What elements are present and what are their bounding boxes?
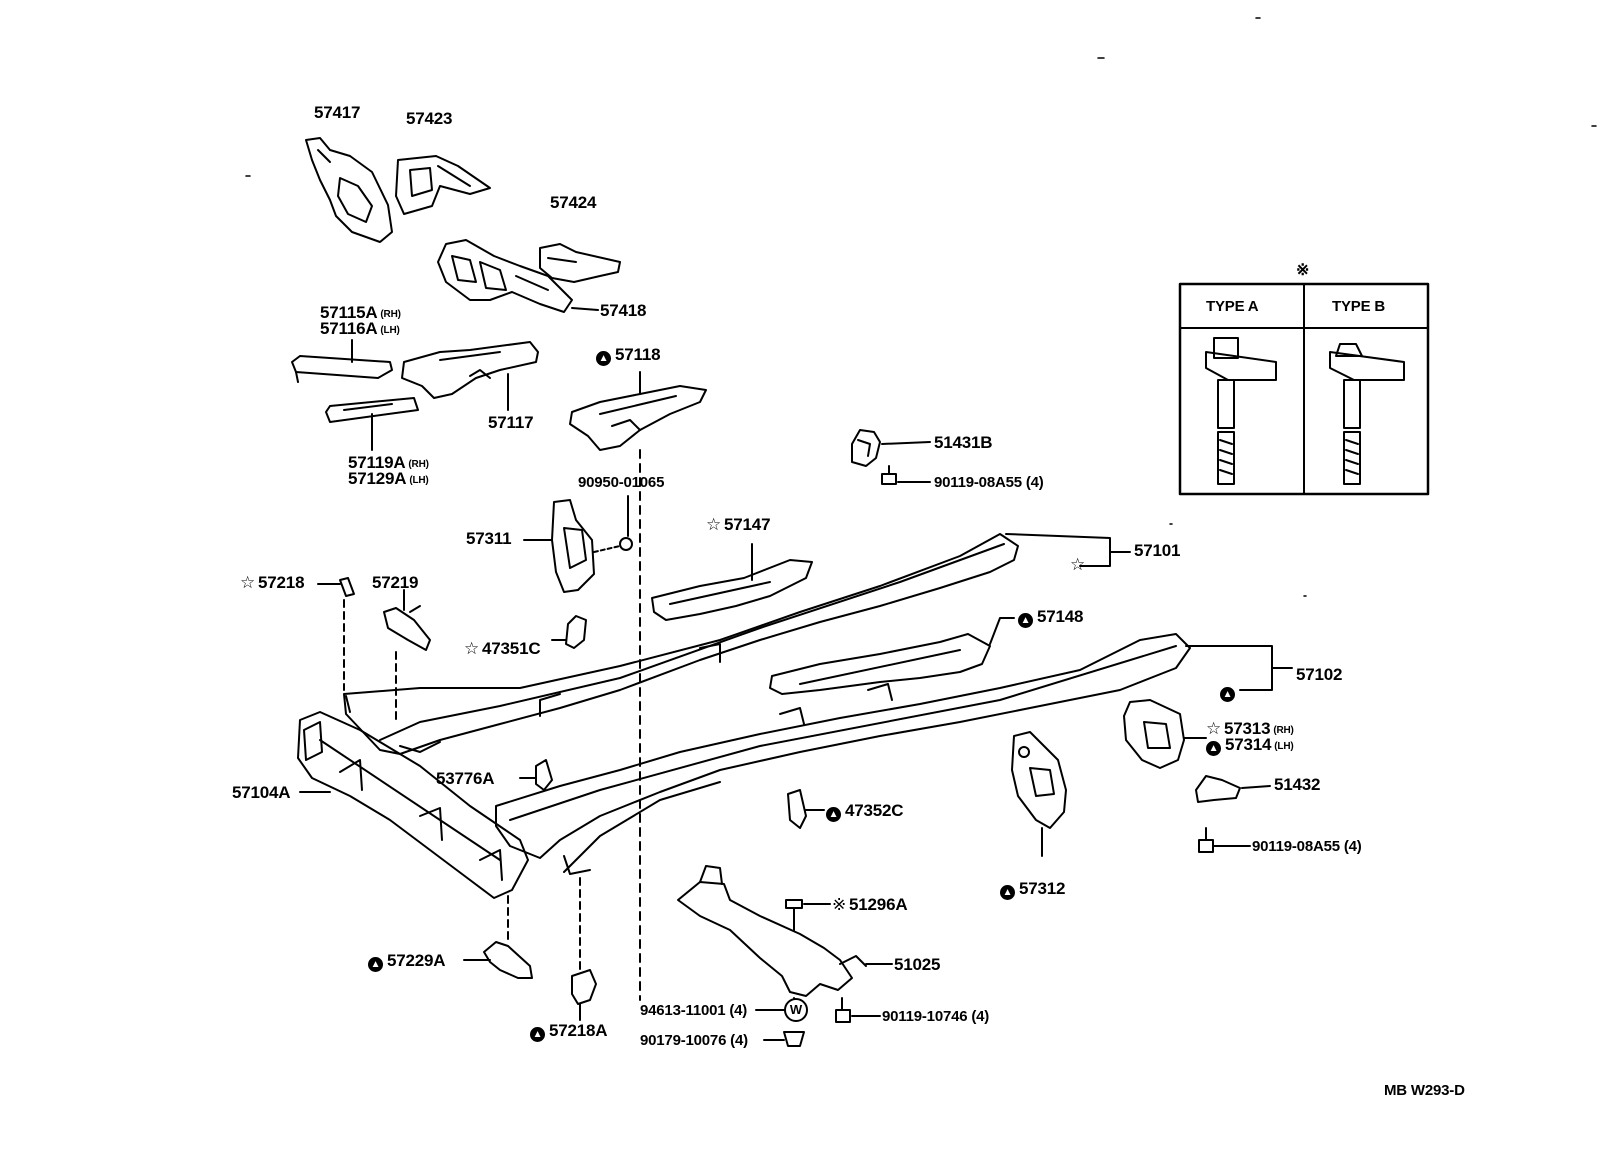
- label-57117: 57117: [488, 413, 534, 432]
- label-57219: 57219: [372, 573, 419, 592]
- label-57311: 57311: [466, 529, 512, 548]
- part-57104a: [297, 711, 529, 899]
- label-51432: 51432: [1274, 775, 1321, 794]
- part-57313: [1123, 699, 1185, 769]
- star-57101: ☆: [1070, 555, 1086, 574]
- plug-90950: [619, 537, 633, 551]
- part-57424: [539, 243, 621, 283]
- label-47351c: ☆47351C: [464, 639, 541, 658]
- label-57148: ▲57148: [1018, 608, 1083, 628]
- label-57417: 57417: [314, 103, 361, 122]
- bolt-51296a: [785, 899, 803, 931]
- label-94613-11001: 94613-11001 (4): [640, 1002, 748, 1019]
- label-57418: 57418: [600, 301, 647, 320]
- part-53776a: [535, 759, 553, 791]
- part-57417: [305, 137, 393, 243]
- label-90179-10076: 90179-10076 (4): [640, 1032, 748, 1049]
- part-47352c: [787, 789, 807, 829]
- bolt-90119-10746: [835, 997, 851, 1023]
- label-57424: 57424: [550, 193, 597, 212]
- label-47352c: ▲47352C: [826, 802, 904, 822]
- bolt-90119-08a55-top: [881, 465, 897, 485]
- nut-90179-10076: [783, 1031, 805, 1047]
- label-51296a: ※51296A: [832, 895, 908, 914]
- washer-icon: W: [784, 998, 808, 1022]
- label-57312: ▲57312: [1000, 880, 1065, 900]
- label-57314: ▲57314(LH): [1206, 736, 1294, 756]
- diagram-code: MB W293-D: [1384, 1082, 1465, 1099]
- label-90119-08a55-bottom: 90119-08A55 (4): [1252, 838, 1362, 855]
- part-57418: [437, 239, 573, 313]
- part-47351c: [565, 615, 587, 649]
- scan-specks: [245, 17, 1597, 597]
- part-51431b: [851, 429, 881, 467]
- label-57102: 57102: [1296, 665, 1343, 684]
- part-57229a: [483, 941, 533, 979]
- label-57118: ▲57118: [596, 346, 661, 366]
- legend-marker: ※: [1296, 262, 1310, 279]
- part-51432: [1195, 775, 1241, 803]
- part-57218: [339, 577, 355, 597]
- part-57119a: [325, 397, 419, 423]
- part-57118: [569, 385, 707, 451]
- type-b-bolt-icon: [1329, 343, 1405, 485]
- part-57115a: [291, 355, 393, 383]
- label-90119-10746: 90119-10746 (4): [882, 1008, 990, 1025]
- part-57423: [395, 155, 491, 215]
- label-57313: ☆57313(RH): [1206, 719, 1294, 738]
- label-57115a: 57115A(RH): [320, 303, 401, 322]
- legend-table: [1178, 282, 1430, 496]
- label-57101: 57101: [1134, 541, 1181, 560]
- part-57117: [401, 341, 539, 399]
- type-a-bolt-icon: [1205, 337, 1277, 485]
- label-57147: ☆57147: [706, 515, 771, 534]
- label-57129a: 57129A(LH): [348, 469, 429, 488]
- label-57229a: ▲57229A: [368, 952, 446, 972]
- label-57104a: 57104A: [232, 783, 291, 802]
- label-53776a: 53776A: [436, 769, 495, 788]
- legend-type-a: TYPE A: [1206, 298, 1259, 315]
- part-51025: [677, 865, 867, 997]
- label-57423: 57423: [406, 109, 453, 128]
- part-57218a: [571, 969, 597, 1005]
- label-90950-01065: 90950-01065: [578, 474, 665, 491]
- label-51431b: 51431B: [934, 433, 993, 452]
- part-57219: [383, 605, 431, 651]
- part-57102: [495, 633, 1191, 875]
- label-57218a: ▲57218A: [530, 1022, 608, 1042]
- label-57116a: 57116A(LH): [320, 319, 400, 338]
- marker-57102: ▲: [1220, 682, 1239, 702]
- bolt-90119-08a55-bottom: [1198, 827, 1214, 853]
- part-57147: [651, 559, 813, 621]
- part-57148: [769, 633, 991, 695]
- label-57119a: 57119A(RH): [348, 453, 429, 472]
- part-57101: [343, 533, 1019, 755]
- label-51025: 51025: [894, 955, 941, 974]
- part-57312: [1011, 731, 1067, 829]
- part-57311: [551, 499, 595, 593]
- label-57218: ☆57218: [240, 573, 305, 592]
- label-90119-08a55-top: 90119-08A55 (4): [934, 474, 1044, 491]
- legend-type-b: TYPE B: [1332, 298, 1385, 315]
